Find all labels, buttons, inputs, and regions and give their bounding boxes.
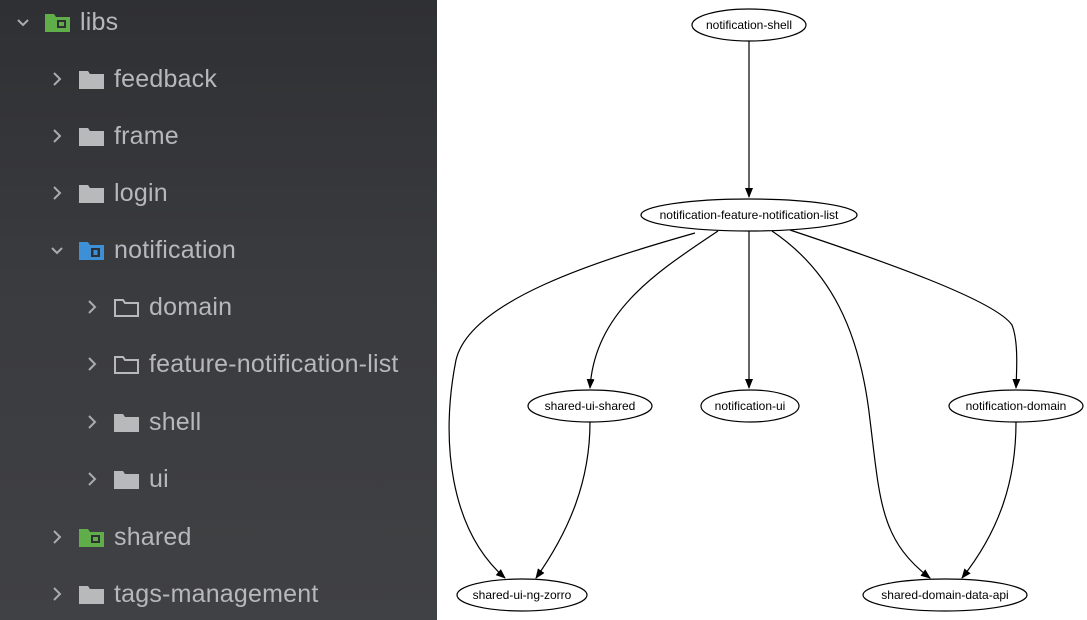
folder-outline-icon <box>113 296 140 318</box>
folder-icon <box>78 68 105 90</box>
module-folder-icon <box>78 526 105 548</box>
module-folder-icon <box>44 11 71 33</box>
tree-item-domain[interactable]: domain <box>0 285 437 329</box>
folder-icon <box>78 182 105 204</box>
chevron-right-icon[interactable] <box>48 585 66 603</box>
chevron-down-icon[interactable] <box>14 13 32 31</box>
edge-shared_ui_shared-to-ng_zorro <box>535 421 591 579</box>
chevron-down-icon[interactable] <box>48 241 66 259</box>
tree-item-label: frame <box>114 121 179 150</box>
tree-item-libs[interactable]: libs <box>0 0 437 44</box>
tree-item-tags-management[interactable]: tags-management <box>0 572 437 616</box>
chevron-right-icon[interactable] <box>48 184 66 202</box>
tree-item-notification[interactable]: notification <box>0 228 437 272</box>
graph-node-shared-ui-shared[interactable]: shared-ui-shared <box>527 389 653 423</box>
edge-notification_domain-to-data_api <box>961 421 1017 579</box>
project-tree-panel: libs feedback frame login <box>0 0 437 620</box>
module-folder-icon <box>78 239 105 261</box>
tree-item-label: tags-management <box>114 579 319 608</box>
chevron-right-icon[interactable] <box>83 470 101 488</box>
tree-item-label: feature-notification-list <box>149 349 399 378</box>
node-ellipse <box>700 389 800 423</box>
edge-feature-to-ng_zorro <box>448 232 696 579</box>
tree-item-label: shell <box>149 407 202 436</box>
chevron-right-icon[interactable] <box>48 70 66 88</box>
node-ellipse <box>862 578 1028 612</box>
node-label: shared-domain-data-api <box>881 588 1008 602</box>
graph-node-data-api[interactable]: shared-domain-data-api <box>862 578 1028 612</box>
tree-item-label: login <box>114 178 168 207</box>
tree-item-label: shared <box>114 522 192 551</box>
node-label: notification-domain <box>966 399 1067 413</box>
chevron-right-icon[interactable] <box>83 298 101 316</box>
graph-node-notification-domain[interactable]: notification-domain <box>948 389 1084 423</box>
tree-item-feature-notification-list[interactable]: feature-notification-list <box>0 342 437 386</box>
node-label: shared-ui-shared <box>545 399 636 413</box>
graph-node-notification-ui[interactable]: notification-ui <box>700 389 800 423</box>
node-ellipse <box>640 198 858 232</box>
folder-outline-icon <box>113 353 140 375</box>
tree-item-frame[interactable]: frame <box>0 114 437 158</box>
chevron-right-icon[interactable] <box>83 413 101 431</box>
node-label: shared-ui-ng-zorro <box>473 588 572 602</box>
tree-item-label: ui <box>149 464 169 493</box>
graph-node-ng-zorro[interactable]: shared-ui-ng-zorro <box>456 578 588 612</box>
chevron-right-icon[interactable] <box>48 127 66 145</box>
dependency-graph: notification-shell notification-feature-n… <box>448 8 1084 612</box>
dependency-graph-panel: notification-shell notification-feature-n… <box>437 0 1087 620</box>
tree-item-login[interactable]: login <box>0 171 437 215</box>
node-label: notification-ui <box>715 399 786 413</box>
folder-icon <box>113 468 140 490</box>
tree-item-shared[interactable]: shared <box>0 515 437 559</box>
tree-item-label: domain <box>149 292 233 321</box>
tree-item-shell[interactable]: shell <box>0 400 437 444</box>
chevron-right-icon[interactable] <box>83 355 101 373</box>
graph-node-shell[interactable]: notification-shell <box>691 8 807 42</box>
tree-item-label: libs <box>80 7 119 36</box>
node-label: notification-shell <box>706 18 792 32</box>
node-ellipse <box>527 389 653 423</box>
node-ellipse <box>456 578 588 612</box>
folder-icon <box>113 411 140 433</box>
graph-node-feature[interactable]: notification-feature-notification-list <box>640 198 858 232</box>
tree-item-label: feedback <box>114 64 218 93</box>
folder-icon <box>78 125 105 147</box>
tree-item-label: notification <box>114 235 236 264</box>
node-ellipse <box>948 389 1084 423</box>
edge-feature-to-data_api <box>771 230 931 579</box>
node-label: notification-feature-notification-list <box>660 208 839 222</box>
folder-icon <box>78 583 105 605</box>
edge-feature-to-notification_domain <box>789 229 1021 389</box>
chevron-right-icon[interactable] <box>48 528 66 546</box>
node-ellipse <box>691 8 807 42</box>
edge-feature-to-shared_ui_shared <box>586 230 719 389</box>
tree-item-feedback[interactable]: feedback <box>0 57 437 101</box>
tree-item-ui[interactable]: ui <box>0 457 437 501</box>
